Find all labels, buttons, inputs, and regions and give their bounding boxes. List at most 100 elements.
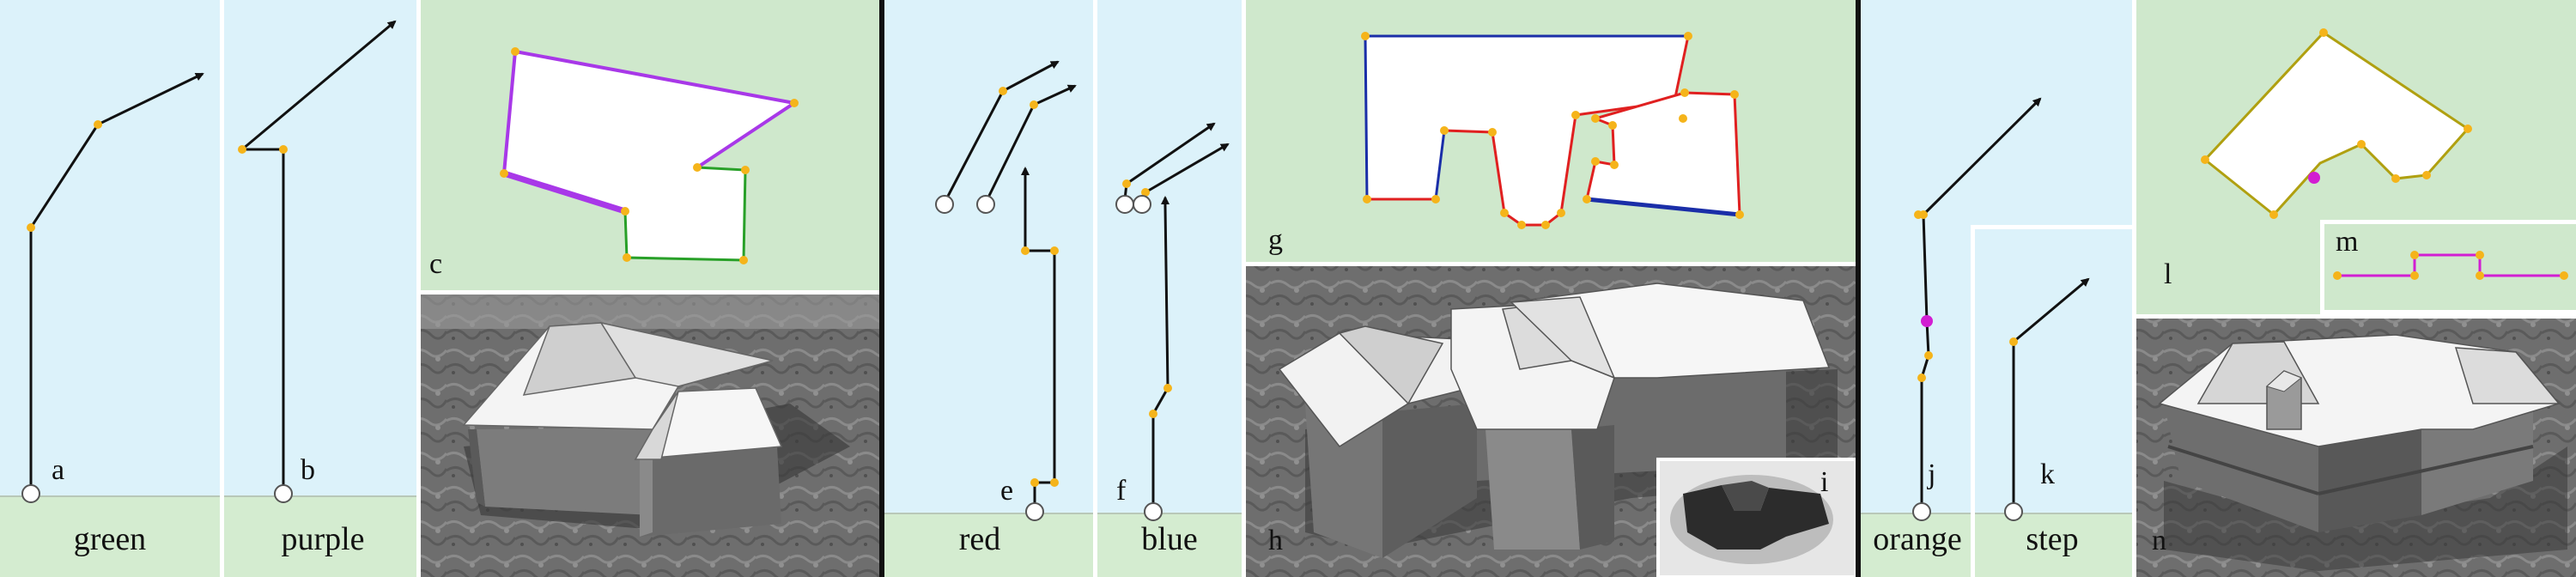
profile-arrow <box>1126 122 1216 185</box>
footprint-vertices <box>2201 28 2472 219</box>
panel-k-step-profile: k step <box>1971 225 2132 577</box>
panel-label: l <box>2164 258 2172 290</box>
panel-divider <box>2136 314 2576 319</box>
profile-caption: red <box>959 521 1001 557</box>
step-profile-points <box>2333 251 2568 280</box>
base-node <box>1144 502 1163 521</box>
start-node <box>976 195 995 214</box>
house-trim <box>2167 445 2319 495</box>
ground-strip <box>1097 513 1242 577</box>
profile-point <box>1030 100 1038 109</box>
panel-divider <box>1246 262 1856 266</box>
panel-label: g <box>1268 224 1283 256</box>
profile-arrow <box>943 90 1005 203</box>
house-roof <box>1338 325 1444 405</box>
house-wall <box>1305 404 1382 558</box>
base-node <box>21 484 40 503</box>
profile-caption: blue <box>1141 521 1197 557</box>
start-node <box>935 195 954 214</box>
ground-strip <box>1975 513 2132 577</box>
panel-label: b <box>301 454 315 486</box>
house-wall <box>1485 429 1580 550</box>
footprint-vertex-highlight <box>2308 172 2320 184</box>
sky-background <box>1097 0 1242 513</box>
profile-point <box>999 87 1007 95</box>
panel-label: i <box>1820 466 1828 498</box>
profile-point <box>27 223 35 232</box>
start-node <box>1115 195 1134 214</box>
panel-label: n <box>2152 525 2166 556</box>
panel-divider <box>2132 0 2136 577</box>
ground-strip <box>0 496 220 577</box>
panel-label: e <box>1000 475 1013 507</box>
profile-point <box>1122 179 1131 188</box>
footprint-polygon <box>504 52 794 260</box>
panel-d-house-render <box>421 295 879 577</box>
panel-c-footprint-plan: c <box>421 0 879 290</box>
footprint-polygon <box>1365 36 1688 225</box>
panel-label: k <box>2040 459 2055 490</box>
profile-point <box>1021 246 1030 255</box>
base-node <box>2004 502 2023 521</box>
profile-caption: step <box>2026 521 2078 557</box>
profile-arrow <box>241 20 397 151</box>
house-roof <box>2454 347 2561 404</box>
panel-divider <box>416 0 421 577</box>
house-roof <box>634 391 679 460</box>
panel-divider <box>1242 0 1246 577</box>
inset-m-background <box>2324 224 2576 310</box>
base-node <box>274 484 293 503</box>
sky-background <box>884 0 1093 513</box>
panel-n-house-render: n <box>2136 319 2576 577</box>
profile-point <box>1163 384 1172 392</box>
house-roof <box>1510 296 1616 380</box>
panel-l-footprint-plan: m l <box>2136 0 2576 314</box>
group-separator <box>1856 0 1861 577</box>
profile-point <box>1917 374 1926 382</box>
panel-divider <box>421 290 879 295</box>
inset-model <box>1722 481 1769 511</box>
profile-point <box>2009 337 2018 346</box>
panel-e-red-profile: e red <box>884 0 1093 577</box>
panel-f-blue-profile: f blue <box>1097 0 1242 577</box>
profile-point <box>1030 478 1039 487</box>
profile-arrow <box>1002 60 1060 93</box>
house-wall <box>468 429 485 507</box>
profile-point <box>1050 246 1059 255</box>
panel-divider <box>1093 0 1097 577</box>
panel-label: h <box>1268 525 1283 556</box>
profile-caption: orange <box>1873 521 1961 557</box>
panel-divider <box>220 0 224 577</box>
profile-point <box>1924 351 1933 360</box>
panel-a-green-profile: a green <box>0 0 220 577</box>
profile-arrow <box>1145 143 1230 194</box>
house-wall <box>1571 425 1614 550</box>
footprint-polygon <box>1587 93 1740 215</box>
profile-point-highlight <box>1921 315 1933 327</box>
house-wall <box>1382 404 1477 558</box>
profile-point <box>238 145 246 154</box>
profile-point <box>279 145 288 154</box>
footprint-vertices <box>500 47 799 264</box>
house-shadow <box>2164 446 2567 571</box>
panel-h-house-render: h i <box>1246 266 1857 577</box>
ground-strip <box>224 496 416 577</box>
sky-background <box>1975 229 2132 513</box>
profile-point <box>1050 478 1059 487</box>
profile-arrow <box>984 104 1036 203</box>
house-wall <box>477 428 653 515</box>
profile-arrow <box>2013 277 2090 343</box>
panel-b-purple-profile: b purple <box>224 0 416 577</box>
profile-arrow <box>1922 97 2042 216</box>
sky-background <box>224 0 416 496</box>
base-node <box>1912 502 1931 521</box>
profile-point <box>1141 188 1150 197</box>
profile-point <box>1149 410 1157 418</box>
profile-caption: purple <box>281 521 364 557</box>
panel-label: j <box>1927 459 1935 490</box>
panel-label: m <box>2336 226 2358 258</box>
panel-label: f <box>1116 475 1127 507</box>
group-separator <box>879 0 884 577</box>
footprint-vertices <box>1361 32 1692 229</box>
